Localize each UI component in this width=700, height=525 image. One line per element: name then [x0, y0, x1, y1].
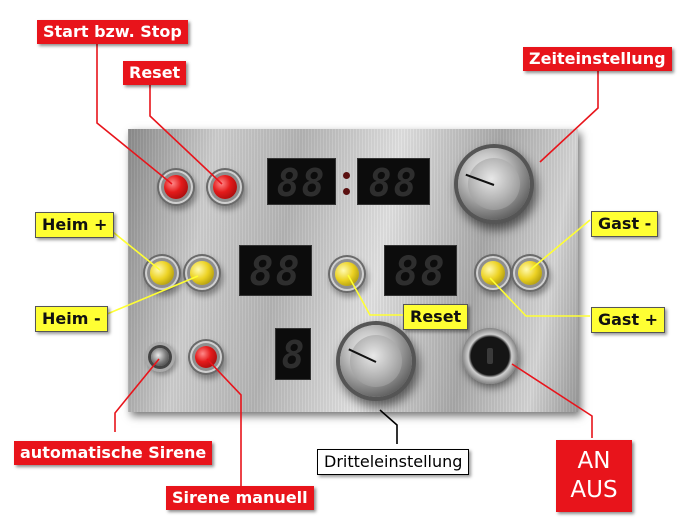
- label-an-aus: AN AUS: [556, 440, 632, 512]
- key-slot-icon: [487, 348, 493, 364]
- score-display-home: 88: [239, 245, 312, 296]
- reset-score-button[interactable]: [335, 262, 359, 286]
- line-dritteleinstellung: [379, 409, 398, 444]
- line-reset-middle: [347, 274, 403, 316]
- period-setting-knob[interactable]: [340, 325, 412, 397]
- line-automatische-sirene: [114, 358, 160, 432]
- label-heim-minus: Heim -: [35, 306, 108, 332]
- line-an-aus: [511, 363, 593, 438]
- label-heim-plus: Heim +: [35, 212, 115, 238]
- label-an: AN: [577, 448, 611, 475]
- score-home-digits: 88: [249, 249, 302, 295]
- label-reset-top: Reset: [123, 61, 187, 85]
- period-display: 8: [275, 328, 311, 380]
- time-minutes-digits: 88: [276, 161, 327, 205]
- period-digit: 8: [281, 333, 305, 377]
- label-gast-minus: Gast -: [591, 211, 659, 237]
- line-gast-plus: [489, 277, 590, 317]
- label-dritteleinstellung: Dritteleinstellung: [317, 449, 470, 475]
- time-seconds-digits: 88: [368, 161, 419, 205]
- manual-siren-button[interactable]: [195, 346, 217, 368]
- label-sirene-manuell: Sirene manuell: [166, 486, 314, 510]
- time-display-seconds: 88: [357, 158, 430, 205]
- time-setting-knob[interactable]: [458, 148, 530, 220]
- line-reset-top: [149, 84, 223, 185]
- time-colon-bottom: [343, 188, 350, 195]
- key-switch[interactable]: [462, 328, 518, 384]
- line-sirene-manuell: [206, 358, 242, 486]
- line-gast-minus: [529, 219, 591, 271]
- line-start-stop: [96, 44, 173, 185]
- guest-plus-button[interactable]: [518, 261, 542, 285]
- time-colon-top: [343, 172, 350, 179]
- label-gast-plus: Gast +: [591, 307, 666, 333]
- start-stop-button[interactable]: [164, 175, 188, 199]
- label-reset-middle: Reset: [403, 304, 469, 330]
- label-start-stop: Start bzw. Stop: [37, 20, 188, 44]
- home-minus-button[interactable]: [190, 261, 214, 285]
- auto-siren-toggle[interactable]: [151, 348, 169, 366]
- line-zeiteinstellung: [539, 70, 599, 163]
- time-display-minutes: 88: [267, 158, 336, 205]
- score-display-guest: 88: [384, 245, 457, 296]
- label-aus: AUS: [570, 477, 618, 503]
- score-guest-digits: 88: [394, 249, 447, 295]
- label-automatische-sirene: automatische Sirene: [14, 441, 213, 465]
- label-zeiteinstellung: Zeiteinstellung: [523, 47, 672, 71]
- line-heim-minus: [99, 275, 199, 318]
